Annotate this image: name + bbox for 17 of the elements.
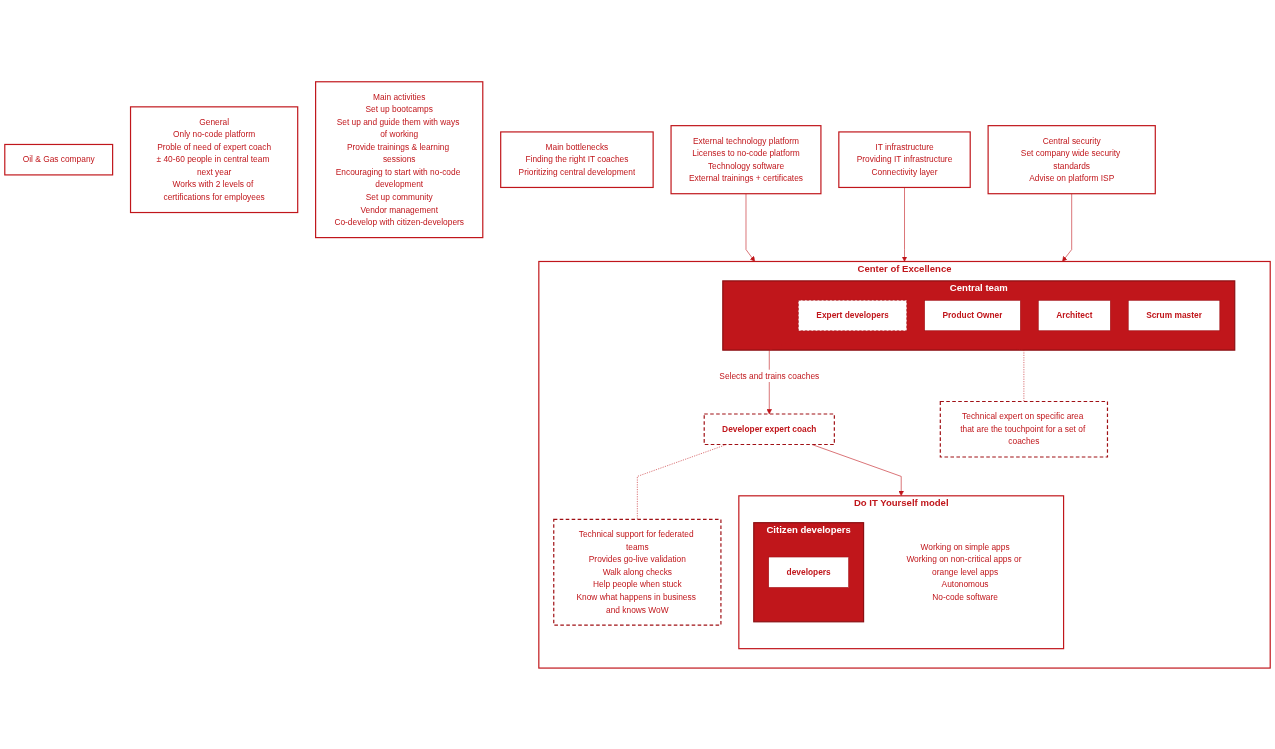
- node-box: External technology platform Licenses to no-code platform Technology software External trainings + certificates: [670, 124, 822, 194]
- node-box: Main bottlenecks Finding the right IT coaches Prioritizing central development: [500, 130, 654, 188]
- node-box: General Only no-code platform Proble of need of expert coach ± 40-60 people in central team next year Works with 2 levels of certifications for employees: [129, 105, 299, 213]
- edge-label: Selects and trains coaches: [719, 370, 820, 380]
- node-box: Technical support for federated teams Provides go-live validation Walk along checks Help people when stuck Know what happens in business and knows WoW: [553, 518, 722, 626]
- node-box: Scrum master: [1127, 299, 1221, 331]
- node-box: Oil & Gas company: [4, 143, 114, 176]
- node-box: Architect: [1037, 299, 1111, 331]
- node-box: Technical expert on specific area that are the touchpoint for a set of coaches: [939, 400, 1109, 458]
- node-box: Central security Set company wide security standards Advise on platform ISP: [987, 124, 1156, 194]
- node-box: Product Owner: [924, 299, 1021, 331]
- node-box: Developer expert coach: [703, 413, 835, 445]
- node-box: developers: [768, 556, 849, 588]
- connector: [637, 443, 727, 520]
- node-box: IT infrastructure Providing IT infrastructure Connectivity layer: [838, 130, 971, 188]
- node-box: Expert developers: [798, 299, 907, 331]
- node-box: Main activities Set up bootcamps Set up and guide them with ways of working Provide trainings & learning sessions Encouraging to start with no-code development Set up community Vendor management Co-develop with citizen-developers: [315, 80, 484, 238]
